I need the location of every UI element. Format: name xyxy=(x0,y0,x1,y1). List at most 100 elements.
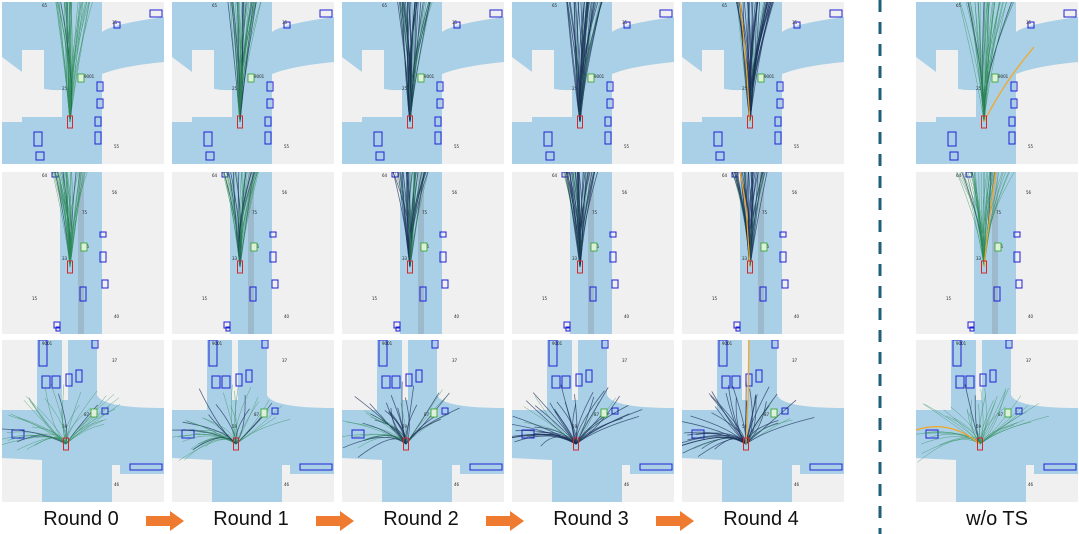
trajectory-line xyxy=(917,439,981,463)
agent-id-label: 35 xyxy=(282,20,288,25)
building-block xyxy=(532,50,554,110)
agent-box xyxy=(79,286,87,302)
agent-box xyxy=(205,151,215,161)
target-vehicle xyxy=(760,242,768,252)
agent-box xyxy=(436,98,444,109)
agent-box xyxy=(225,326,231,332)
trajectory-line xyxy=(235,397,259,445)
agent-box xyxy=(774,131,782,145)
agent-id-label: 46 xyxy=(114,482,120,487)
agent-box xyxy=(659,9,673,18)
trajectory-line xyxy=(226,172,241,268)
building-block xyxy=(342,112,362,122)
trajectory-line xyxy=(975,172,985,268)
ego-vehicle xyxy=(237,260,243,274)
agent-id-label: 56 xyxy=(1026,190,1032,195)
agent-id-label: 15 xyxy=(712,296,718,301)
agent-id-label: 35 xyxy=(1026,20,1032,25)
trajectory-line xyxy=(979,405,1028,445)
drivable-area xyxy=(512,340,674,502)
trajectory-line xyxy=(65,408,116,445)
agent-id-label: 75 xyxy=(762,210,768,215)
agent-box xyxy=(793,21,801,29)
ego-vehicle xyxy=(981,115,987,129)
agent-box xyxy=(271,279,279,289)
agent-box xyxy=(94,131,102,145)
agent-id-label: 64 xyxy=(382,173,388,178)
trajectory-line xyxy=(540,436,577,447)
agent-box xyxy=(809,463,843,471)
agent-box xyxy=(203,131,213,147)
agent-box xyxy=(223,321,231,329)
agent-id-label: 37 xyxy=(112,358,118,363)
selected-trajectory xyxy=(983,172,997,268)
ego-vehicle xyxy=(233,437,239,451)
trajectory-line xyxy=(238,2,254,123)
drivable-area xyxy=(2,2,164,164)
agent-box xyxy=(405,373,413,387)
agent-id-label: 59 xyxy=(232,424,238,429)
label-round-0: Round 0 xyxy=(43,508,119,530)
drivable-area xyxy=(512,117,572,164)
agent-box xyxy=(947,131,957,147)
agent-id-label: 37 xyxy=(452,358,458,363)
trajectory-line xyxy=(965,2,985,123)
agent-box xyxy=(1010,98,1018,109)
ego-vehicle xyxy=(977,437,983,451)
agent-id-label: 9001 xyxy=(424,74,435,79)
scene-panel-wo-ts-scene-2: 56334035647515 xyxy=(916,172,1078,334)
agent-id-label: 9001 xyxy=(42,341,53,346)
ego-vehicle xyxy=(67,260,73,274)
agent-id-label: 40 xyxy=(1028,314,1034,319)
ego-vehicle xyxy=(573,437,579,451)
agent-box xyxy=(589,286,597,302)
agent-box xyxy=(609,231,617,238)
agent-box xyxy=(249,286,257,302)
ego-vehicle xyxy=(743,437,749,451)
lane-gap xyxy=(62,340,68,400)
agent-id-label: 37 xyxy=(622,358,628,363)
drivable-area xyxy=(800,460,844,474)
agent-id-label: 55 xyxy=(114,144,120,149)
agent-id-label: 59 xyxy=(402,424,408,429)
trajectory-line xyxy=(235,419,291,445)
agent-box xyxy=(395,326,401,332)
target-vehicle xyxy=(991,73,999,83)
agent-box xyxy=(211,375,221,389)
agent-box xyxy=(623,21,631,29)
agent-id-label: 33 xyxy=(402,256,408,261)
agent-box xyxy=(606,81,614,92)
agent-id-label: 87 xyxy=(764,412,770,417)
trajectory-line xyxy=(65,391,82,445)
agent-box xyxy=(453,21,461,29)
agent-box xyxy=(955,375,965,389)
agent-id-label: 9001 xyxy=(722,341,733,346)
building-block xyxy=(512,112,532,122)
agent-box xyxy=(129,463,163,471)
agent-id-label: 55 xyxy=(1028,144,1034,149)
trajectory-line xyxy=(400,402,407,445)
building-block xyxy=(682,112,702,122)
agent-box xyxy=(925,429,939,439)
agent-box xyxy=(264,116,272,127)
agent-id-label: 9001 xyxy=(764,74,775,79)
trajectory-line xyxy=(745,419,793,445)
lane-divider xyxy=(248,172,254,334)
selected-trajectory xyxy=(916,426,981,445)
agent-box xyxy=(235,373,243,387)
lane-divider xyxy=(418,172,424,334)
agent-box xyxy=(373,131,383,147)
agent-id-label: 40 xyxy=(624,314,630,319)
agent-id-label: 64 xyxy=(722,173,728,178)
agent-box xyxy=(993,286,1001,302)
agent-box xyxy=(393,321,401,329)
agent-id-label: 15 xyxy=(542,296,548,301)
lane-gap xyxy=(572,340,578,400)
trajectory-line xyxy=(579,2,587,123)
agent-box xyxy=(269,231,277,238)
agent-box xyxy=(53,321,61,329)
agent-id-label: 9001 xyxy=(382,341,393,346)
trajectory-line xyxy=(197,436,237,445)
trajectory-line xyxy=(402,172,411,268)
